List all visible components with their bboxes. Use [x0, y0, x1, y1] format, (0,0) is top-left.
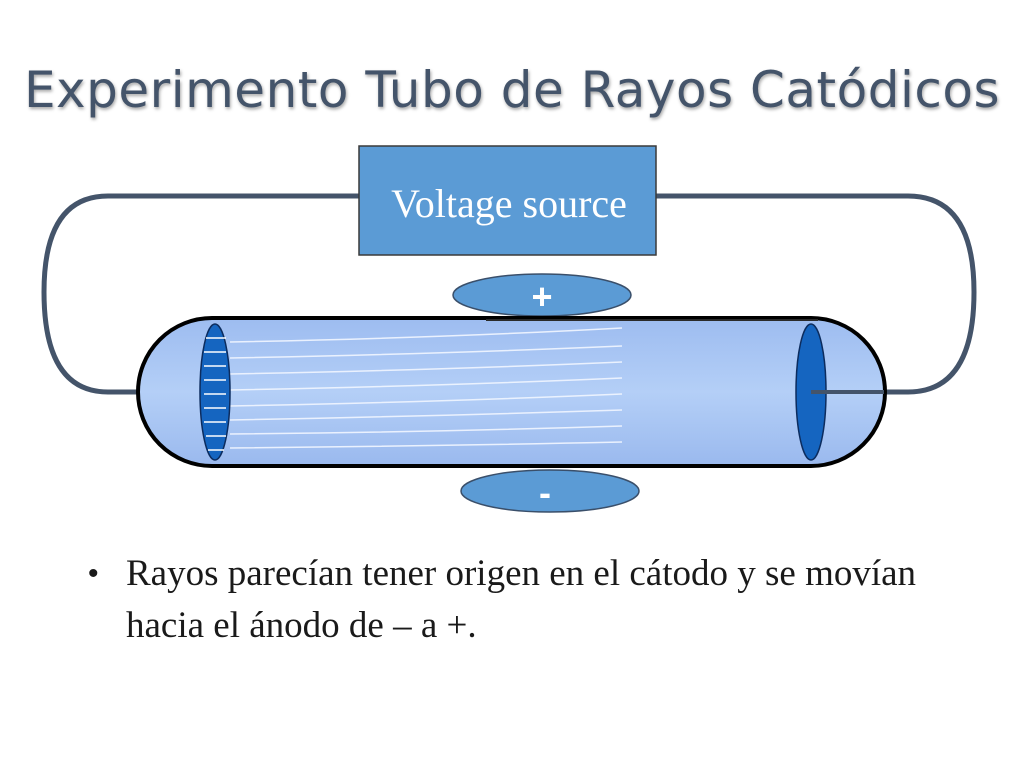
bullet-item: • Rayos parecían tener origen en el cáto… — [88, 548, 958, 652]
positive-plate-label: + — [531, 276, 552, 317]
negative-plate-label: - — [539, 472, 551, 513]
voltage-source-label: Voltage source — [391, 181, 627, 226]
bullet-list: • Rayos parecían tener origen en el cáto… — [88, 548, 958, 652]
negative-plate — [460, 469, 640, 513]
bullet-dot-icon: • — [88, 557, 99, 590]
voltage-source-box — [358, 145, 657, 256]
right-wire — [656, 193, 977, 395]
cathode-electrode — [199, 323, 231, 461]
cathode-minus-marks — [204, 337, 226, 451]
cathode-rays — [229, 327, 623, 449]
bullet-text: Rayos parecían tener origen en el cátodo… — [126, 553, 917, 646]
left-wire — [41, 193, 360, 395]
tube-body — [136, 316, 887, 468]
slide-title: Experimento Tubo de Rayos Catódicos — [23, 61, 1001, 119]
